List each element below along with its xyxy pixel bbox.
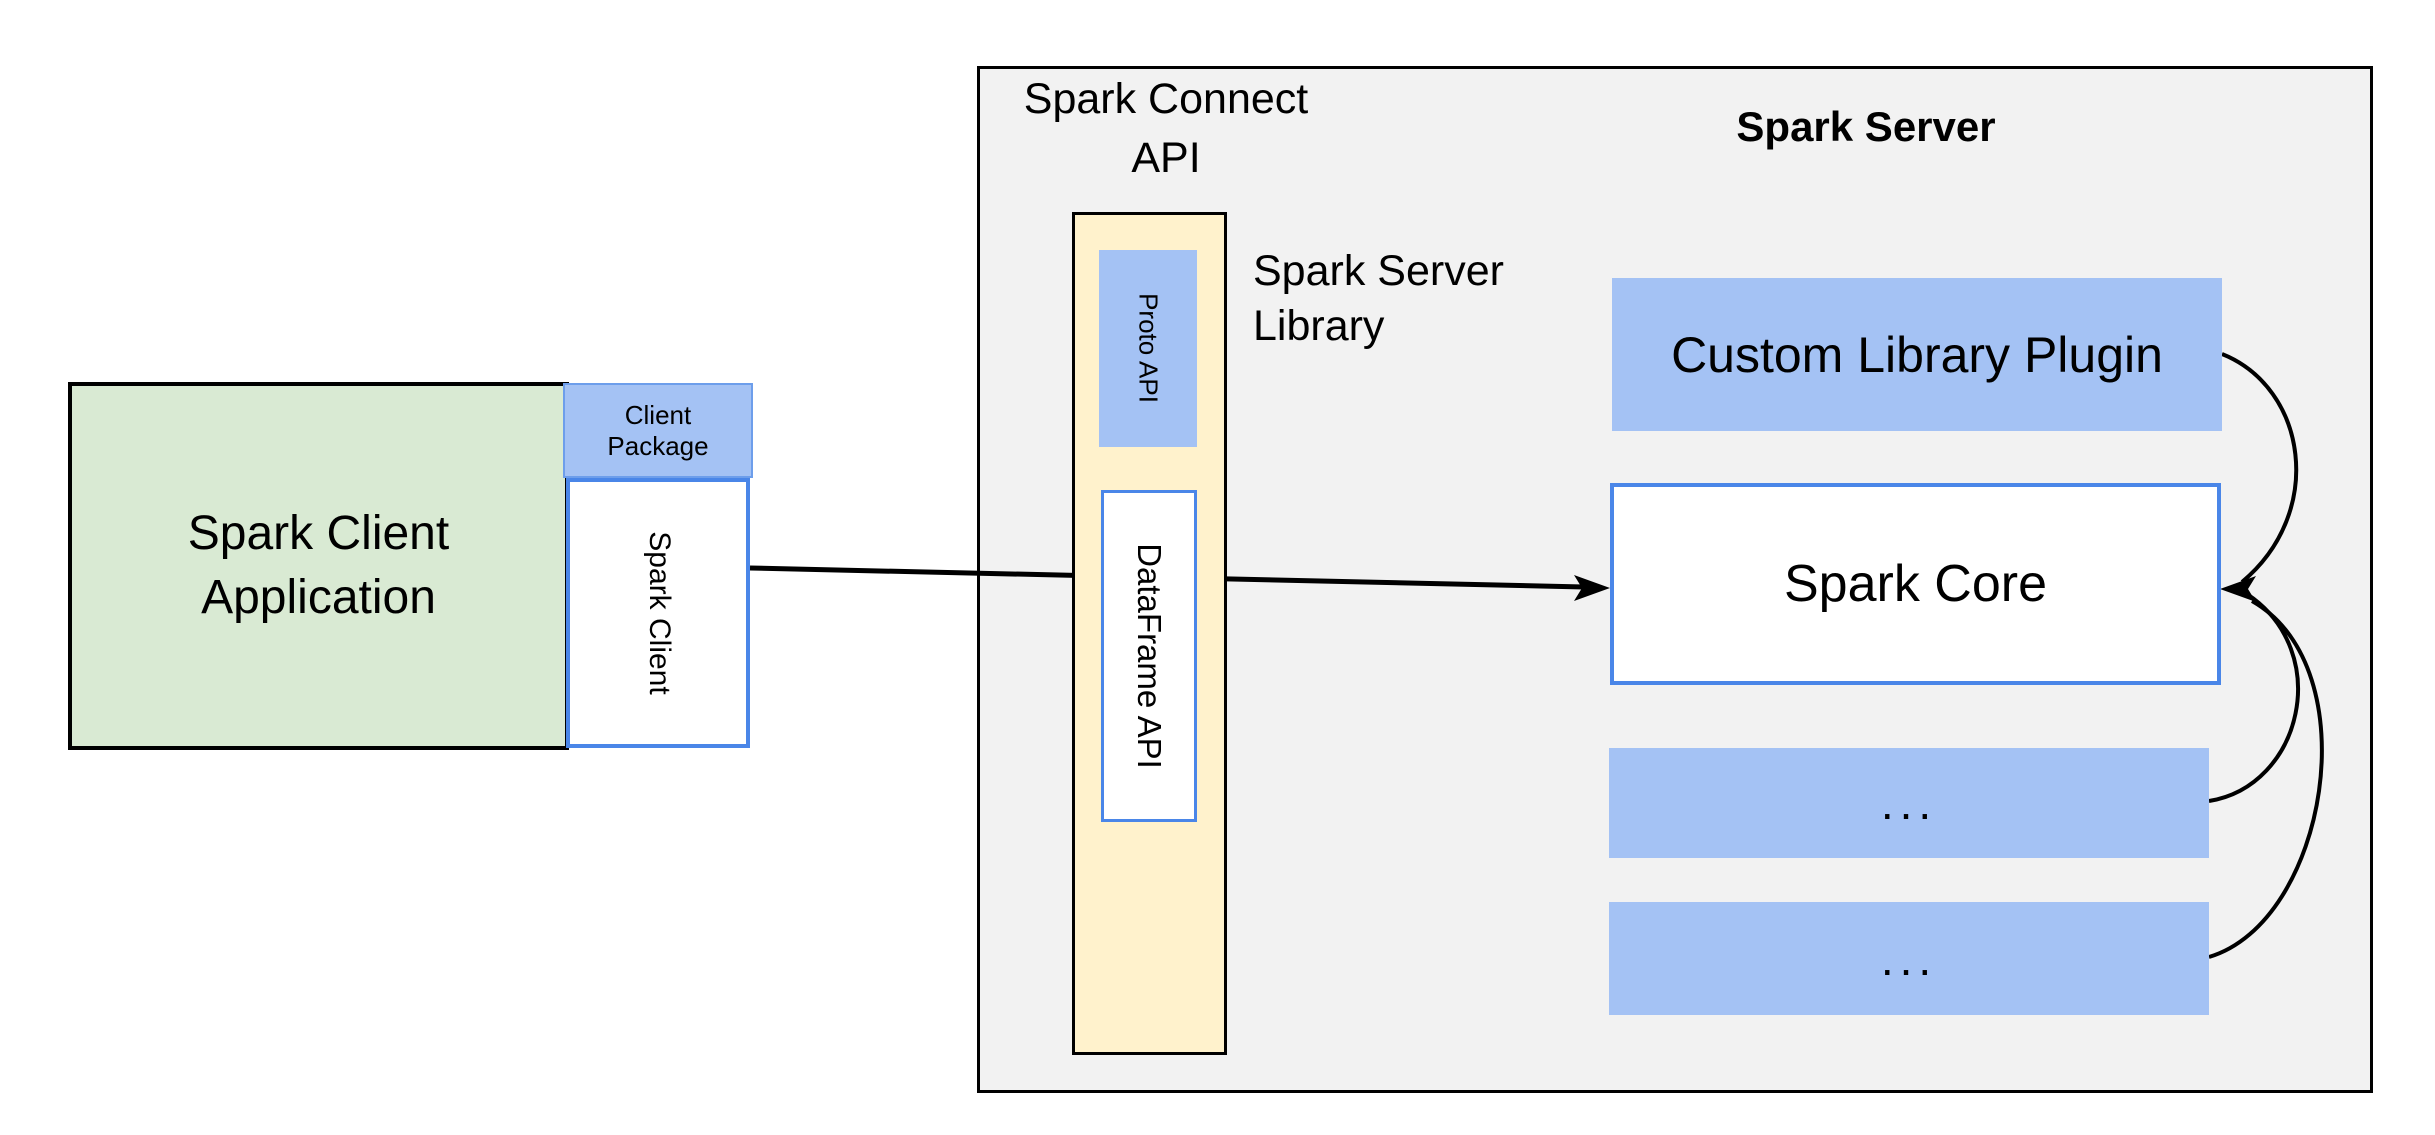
spark-server-library-label: Spark Server Library — [1253, 244, 1504, 354]
spark-core-label: Spark Core — [1784, 555, 2047, 613]
ellipsis-box-1: ... — [1609, 748, 2209, 858]
spark-server-library-label-line2: Library — [1253, 302, 1385, 350]
custom-library-plugin-box: Custom Library Plugin — [1612, 278, 2222, 431]
spark-client-label: Spark Client — [643, 531, 676, 695]
spark-server-title: Spark Server — [1736, 103, 1996, 150]
client-package-label-line2: Package — [607, 430, 709, 461]
spark-core-box: Spark Core — [1610, 483, 2221, 685]
dataframe-api-box — [1101, 490, 1197, 822]
spark-connect-api-title-line1: Spark Connect — [1023, 75, 1309, 123]
proto-api-label: Proto API — [1133, 293, 1164, 403]
spark-connect-api-title-line2: API — [1131, 134, 1201, 182]
spark-client-application-label: Spark Client Application — [187, 507, 450, 624]
proto-api-box — [1099, 250, 1197, 447]
ellipsis-box-2-label: ... — [1880, 932, 1938, 985]
spark-client-box — [566, 478, 750, 748]
spark-server-library-label-line1: Spark Server — [1253, 247, 1504, 295]
ellipsis-box-2: ... — [1609, 902, 2209, 1015]
ellipsis-box-1-label: ... — [1880, 777, 1938, 829]
spark-connect-api-title: Spark Connect API — [1016, 70, 1316, 188]
ellipsis1-to-core-curve — [2208, 592, 2300, 803]
client-package-box: Client Package — [563, 383, 753, 478]
plugin-to-core-curve — [2221, 352, 2299, 584]
client-package-label-line1: Client — [624, 399, 692, 430]
client-to-core-arrowhead — [1574, 575, 1610, 601]
curves-to-core-arrowhead — [2220, 576, 2256, 602]
dataframe-api-label: DataFrame API — [1131, 543, 1168, 769]
spark-client-application-box: Spark Client Application — [68, 382, 569, 750]
ellipsis2-to-core-curve — [2208, 599, 2324, 959]
custom-library-plugin-label: Custom Library Plugin — [1671, 326, 2163, 383]
